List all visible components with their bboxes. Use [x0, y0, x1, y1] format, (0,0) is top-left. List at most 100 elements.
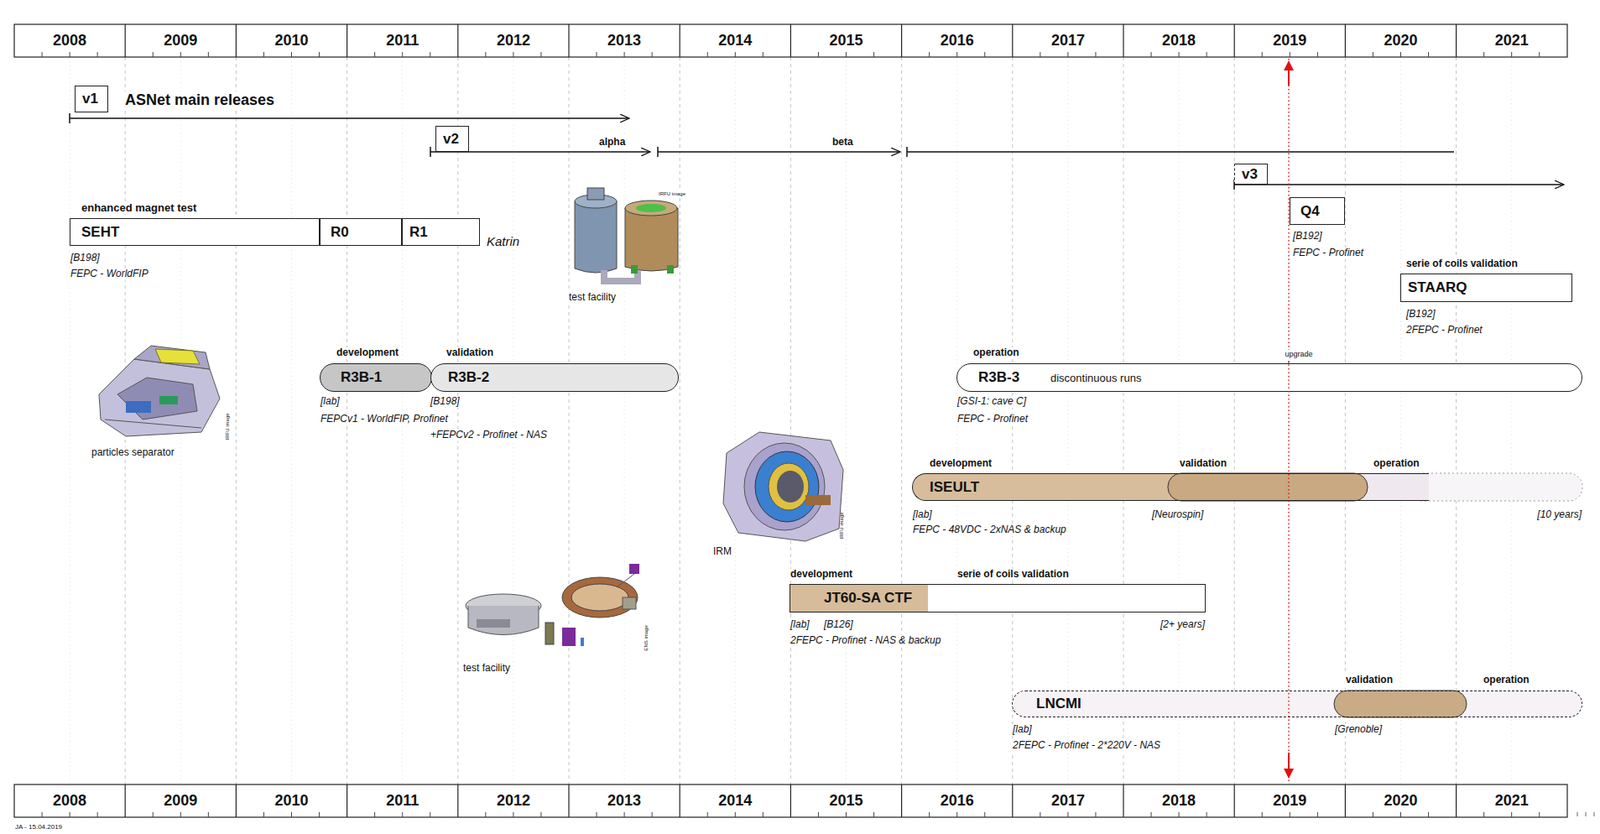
note-label: [Neurospin]: [1151, 509, 1204, 522]
project-band: LNCMI: [1011, 690, 1583, 718]
year-label: 2008: [52, 31, 88, 50]
note-label: FEPC - Profinet: [956, 413, 1029, 426]
phase-heading: operation: [1372, 458, 1421, 470]
lncmi-band: [1012, 690, 1582, 718]
year-label: 2019: [1271, 31, 1308, 50]
node-title: R3B-3: [978, 369, 1020, 386]
node-title: v1: [82, 90, 99, 108]
project-band: ISEULT: [912, 473, 1429, 501]
year-label: 2020: [1382, 792, 1418, 810]
year-label: 2015: [828, 31, 864, 50]
year-label: 2018: [1161, 31, 1197, 50]
year-label: 2011: [385, 792, 420, 810]
note-label: particles separator: [90, 447, 176, 459]
note-label: upgrade: [1283, 349, 1314, 359]
phase-heading: validation: [445, 347, 495, 360]
release-timelines: [69, 113, 1564, 190]
note-label: [lab]: [789, 619, 811, 631]
year-label: 2016: [939, 792, 975, 810]
year-label: 2017: [1050, 31, 1086, 50]
node-title: R3B-2: [448, 369, 490, 386]
project-phase: R3B-3 discontinuous runs: [956, 363, 1583, 392]
year-label: 2018: [1161, 792, 1197, 810]
year-label: 2010: [273, 792, 309, 810]
phase-heading: enhanced magnet test: [80, 202, 198, 215]
project-phase: R3B-2: [430, 363, 679, 392]
note-label: [10 years]: [1536, 509, 1583, 522]
year-label: 2009: [162, 31, 199, 50]
note-label: IRFU image: [657, 191, 687, 198]
year-label: 2010: [273, 31, 309, 50]
note-label: [B192]: [1292, 230, 1324, 243]
year-label: 2013: [606, 792, 642, 810]
project-bar: JT60-SA CTF: [789, 583, 1206, 613]
note-label: [B198]: [69, 252, 101, 265]
phase-heading: development: [928, 458, 993, 470]
phase-heading: operation: [972, 347, 1021, 360]
iseult-band: [912, 473, 1583, 501]
project-phase: R3B-1: [319, 363, 433, 392]
note-label: 2FEPC - Profinet - NAS & backup: [789, 635, 942, 647]
note-label: FEPC - 48VDC - 2xNAS & backup: [912, 524, 1068, 537]
note-label: [B126]: [823, 619, 855, 631]
year-label: 2012: [495, 31, 532, 50]
note-label: FEPC - Profinet: [1292, 247, 1365, 260]
release-box: v3: [1234, 163, 1268, 185]
project-bar: STAARQ: [1400, 273, 1573, 303]
note-label: FEPCv1 - WorldFIP, Profinet: [319, 413, 449, 426]
irm-illustration: [723, 432, 844, 542]
test-facility-illustration: [465, 563, 640, 647]
phase-heading: serie of coils validation: [956, 568, 1070, 581]
note-label: IRM: [712, 546, 733, 558]
node-title: LNCMI: [1036, 695, 1082, 713]
note-label: Katrin: [485, 234, 521, 249]
note-label: [Grenoble]: [1334, 724, 1383, 736]
test-facility-illustration: [574, 187, 678, 282]
image-credit: ENS image: [643, 624, 650, 652]
phase-heading: serie of coils validation: [1405, 258, 1519, 271]
year-label: 2017: [1050, 792, 1086, 810]
note-label: FEPC - WorldFIP: [69, 268, 150, 281]
project-bar: R0: [319, 218, 402, 246]
year-label: 2013: [606, 31, 642, 50]
note-label: [2+ years]: [1159, 619, 1206, 631]
node-title: v2: [442, 130, 459, 148]
node-note: discontinuous runs: [1050, 371, 1142, 385]
grid-lines: [69, 57, 1512, 785]
year-label: 2011: [385, 31, 420, 50]
phase-heading: beta: [831, 136, 855, 149]
year-label: 2012: [495, 792, 532, 810]
node-title: R0: [330, 224, 350, 241]
year-label: 2014: [717, 792, 753, 810]
node-title: R3B-1: [340, 369, 382, 386]
node-title: SEHT: [81, 224, 120, 241]
node-title: JT60-SA CTF: [823, 589, 913, 607]
axis-bar: [14, 784, 1568, 818]
phase-heading: validation: [1178, 458, 1228, 470]
particles-separator-illustration: [99, 345, 220, 437]
note-label: [GSI-1: cave C]: [956, 396, 1027, 408]
milestone-box: Q4: [1289, 197, 1345, 225]
year-label: 2019: [1271, 792, 1308, 810]
phase-heading: validation: [1344, 674, 1394, 687]
year-label: 2021: [1494, 792, 1530, 810]
note-label: JA - 15.04.2019: [14, 823, 63, 831]
year-label: 2015: [828, 792, 864, 810]
phase-heading: alpha: [598, 136, 626, 149]
note-label: +FEPCv2 - Profinet - NAS: [429, 429, 548, 442]
phase-heading: development: [789, 568, 854, 581]
node-title: R1: [409, 224, 428, 241]
axis-bar: [14, 24, 1568, 58]
year-label: 2020: [1382, 31, 1418, 50]
note-label: 2FEPC - Profinet - 2*220V - NAS: [1011, 740, 1162, 752]
project-bar: R1: [401, 218, 480, 246]
year-label: 2021: [1494, 31, 1530, 50]
continuation-ticks: [1577, 812, 1595, 817]
phase-heading: ASNet main releases: [124, 91, 276, 110]
release-box: v1: [74, 85, 109, 113]
note-label: [lab]: [1011, 724, 1033, 736]
note-label: [B198]: [429, 396, 461, 408]
